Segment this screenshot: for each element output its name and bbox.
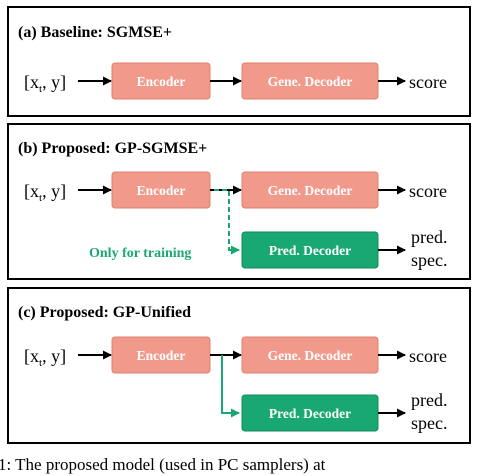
panel-a-border [7, 6, 471, 117]
panel-c: (c) Proposed: GP-Unified [xt, y] Encoder… [7, 287, 471, 444]
panel-a-input-main: [x [24, 72, 39, 92]
panel-a-input: [xt, y] [24, 72, 66, 95]
panel-a-gene-decoder-label: Gene. Decoder [268, 74, 353, 89]
panel-c-score-label: score [409, 346, 447, 366]
panel-b-pred-decoder-label: Pred. Decoder [269, 243, 351, 258]
panel-c-pred-output-line1: pred. [411, 390, 447, 410]
panel-a: (a) Baseline: SGMSE+ [xt, y] Encoder Gen… [7, 6, 471, 117]
panel-c-encoder-label: Encoder [137, 348, 186, 363]
panel-c-gene-decoder-label: Gene. Decoder [268, 348, 353, 363]
panel-c-title: (c) Proposed: GP-Unified [18, 304, 191, 321]
panel-b-input-rest: , y] [42, 181, 66, 201]
figure-caption: 1: The proposed model (used in PC sample… [0, 455, 326, 474]
panel-a-encoder-label: Encoder [137, 74, 186, 89]
panel-c-input-main: [x [24, 346, 39, 366]
panel-b-input-main: [x [24, 181, 39, 201]
panel-a-score-label: score [409, 72, 447, 92]
panel-b-input-subscript: t [39, 192, 42, 204]
panel-a-input-subscript: t [39, 83, 42, 95]
panel-b-title: (b) Proposed: GP-SGMSE+ [18, 140, 207, 157]
panel-a-input-rest: , y] [42, 72, 66, 92]
panel-c-border [7, 287, 471, 444]
panel-c-arrow-pred-branch [221, 355, 240, 418]
panel-b-training-note: Only for training [89, 246, 191, 261]
panel-b-pred-output-line1: pred. [411, 227, 447, 247]
panel-b: (b) Proposed: GP-SGMSE+ [xt, y] Encoder … [7, 123, 471, 280]
panel-a-title: (a) Baseline: SGMSE+ [18, 24, 172, 41]
panel-c-input: [xt, y] [24, 346, 66, 369]
panel-b-arrow-training-branch [214, 189, 240, 255]
panel-c-pred-output-line2: spec. [411, 413, 447, 433]
panel-c-input-subscript: t [39, 357, 42, 369]
panel-b-input: [xt, y] [24, 181, 66, 204]
panel-c-pred-decoder-label: Pred. Decoder [269, 406, 351, 421]
panel-b-encoder-label: Encoder [137, 183, 186, 198]
panel-b-border [7, 123, 471, 280]
panel-b-pred-output-line2: spec. [411, 250, 447, 270]
panel-b-score-label: score [409, 181, 447, 201]
panel-c-input-rest: , y] [42, 346, 66, 366]
panel-b-gene-decoder-label: Gene. Decoder [268, 183, 353, 198]
